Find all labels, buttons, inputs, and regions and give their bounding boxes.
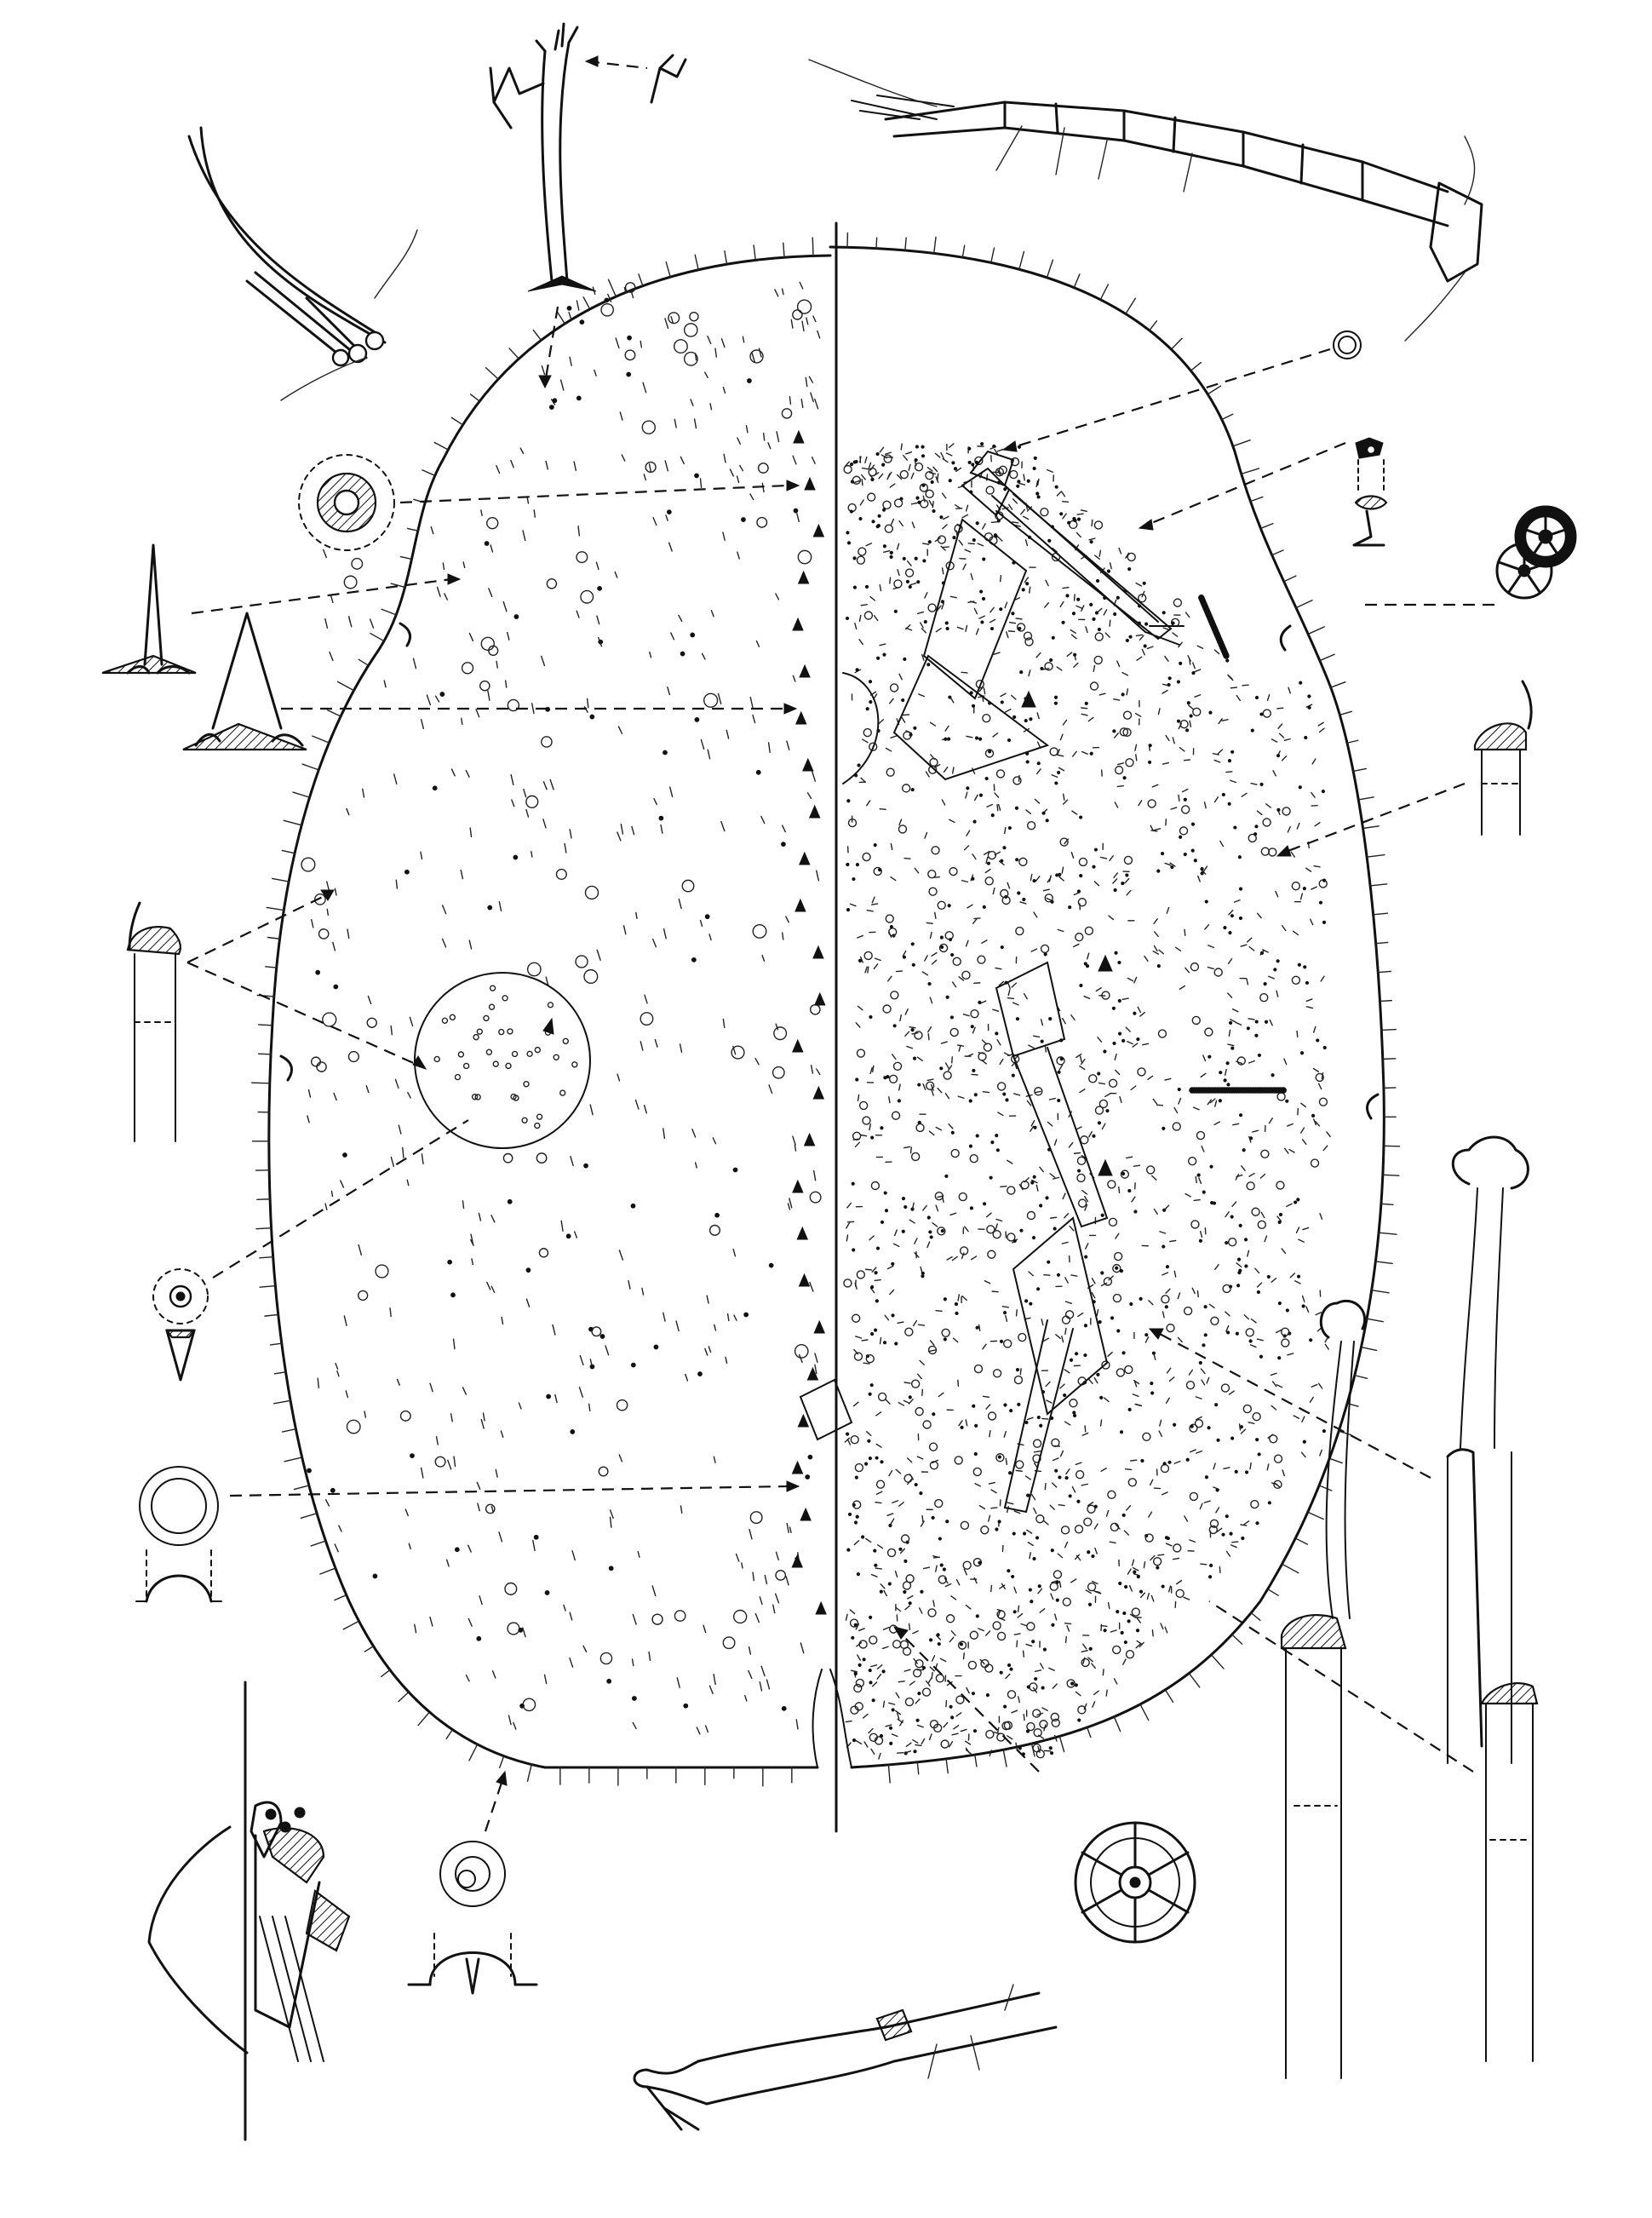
quinquelocular-pore bbox=[1362, 505, 1577, 606]
dorsal-cluster-circle bbox=[414, 972, 591, 1149]
anal-ring-detail bbox=[147, 1681, 351, 2141]
hairlike-setae bbox=[187, 126, 418, 401]
oral-collar-duct bbox=[1138, 437, 1388, 547]
anal-lobe-area bbox=[799, 672, 880, 1441]
microduct-with-spine bbox=[152, 1119, 469, 1382]
trilocular-pore bbox=[1001, 330, 1362, 452]
dorsal-spine-detail bbox=[298, 454, 800, 551]
conical-spines bbox=[101, 543, 798, 751]
marginal-setae bbox=[250, 232, 1401, 1787]
tubular-duct-right bbox=[1276, 680, 1533, 857]
multilocular-pore bbox=[135, 1466, 800, 1603]
cerarian-pore bbox=[407, 1770, 538, 1995]
ventral-antenna bbox=[969, 450, 1185, 646]
long-tubular-ducts bbox=[1148, 1135, 1539, 2079]
leg-segment bbox=[633, 1984, 1058, 2131]
antenna bbox=[808, 59, 1483, 342]
forked-marginal-seta bbox=[489, 22, 687, 389]
dorsal-half bbox=[301, 281, 827, 1735]
ventral-half bbox=[843, 441, 1331, 1760]
body-outline bbox=[250, 221, 1401, 1833]
ventral-legs bbox=[892, 467, 1173, 1514]
tubular-duct bbox=[126, 889, 427, 1142]
large-multilocular-pore bbox=[892, 1626, 1196, 1944]
